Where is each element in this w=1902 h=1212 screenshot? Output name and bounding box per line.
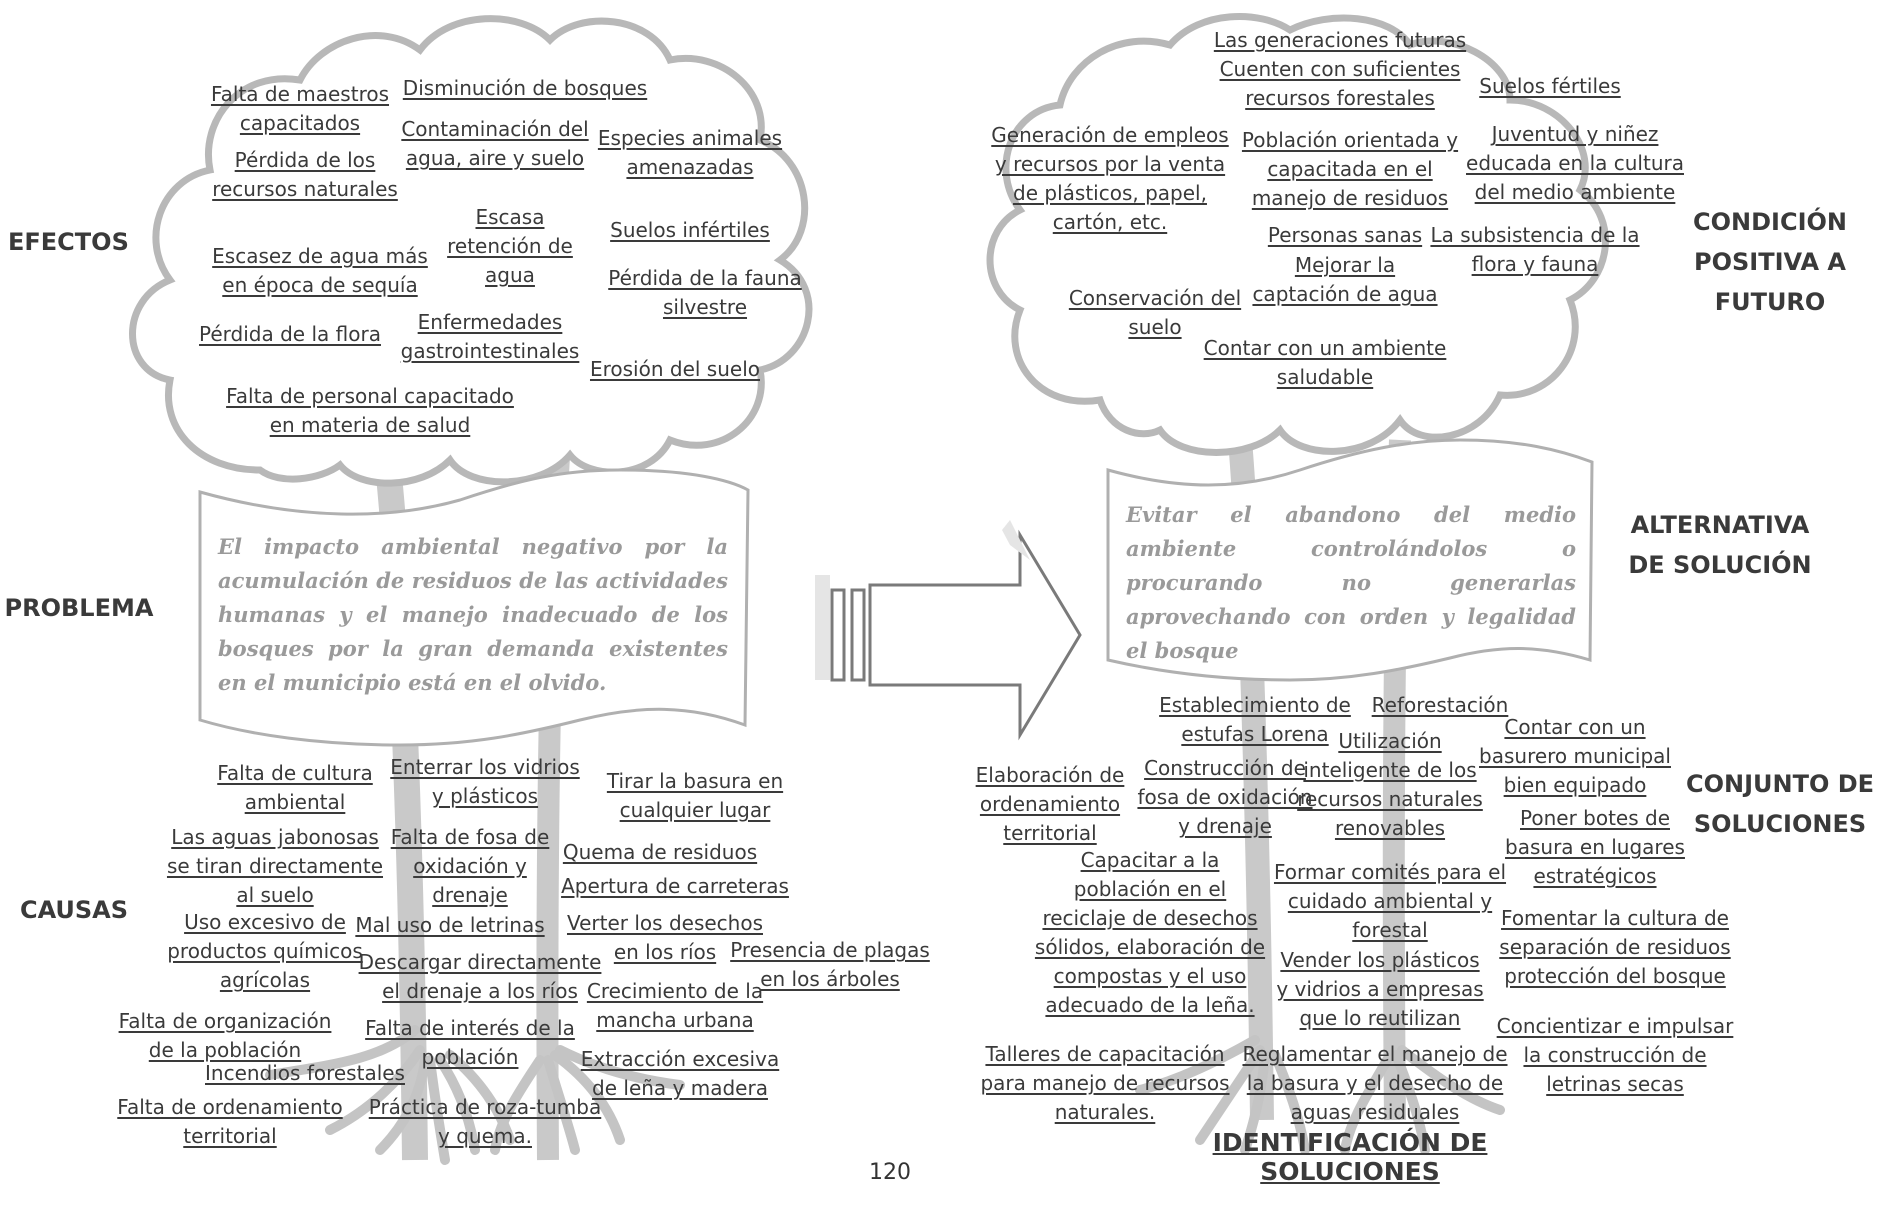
future-item: Contar con un ambiente saludable: [1203, 336, 1447, 389]
central-arrow: [830, 529, 1082, 741]
cause-item: Uso excesivo de productos químicos agríc…: [167, 910, 363, 992]
solution-item: Reglamentar el manejo de la basura y el …: [1242, 1042, 1508, 1124]
right-tree-crown: [986, 13, 1609, 456]
cause-item: Las aguas jabonosas se tiran directament…: [166, 825, 384, 907]
solution-item: Formar comités para el cuidado ambiental…: [1273, 860, 1507, 942]
cause-item: Presencia de plagas en los árboles: [730, 938, 930, 991]
page-number: 120: [869, 1160, 911, 1185]
cause-item: Falta de fosa de oxidación y drenaje: [390, 825, 550, 907]
effect-item: Falta de maestros capacitados: [210, 82, 390, 135]
cause-item: Mal uso de letrinas: [355, 913, 545, 937]
alternative-statement: Evitar el abandono del medio ambiente co…: [1126, 502, 1576, 663]
label-condicion: CONDICIÓN POSITIVA A FUTURO: [1693, 208, 1847, 316]
effect-item: Falta de personal capacitado en materia …: [226, 384, 514, 437]
cause-item: Falta de organización de la población: [118, 1009, 332, 1062]
cause-item: Verter los desechos en los ríos: [566, 911, 763, 964]
cause-item: Enterrar los vidrios y plásticos: [390, 755, 580, 808]
left-tree-crown: [129, 15, 813, 487]
arrow-shadow: [815, 520, 1030, 680]
problem-banner: [198, 468, 750, 747]
future-item: Suelos fértiles: [1479, 74, 1621, 98]
effect-item: Enfermedades gastrointestinales: [400, 310, 580, 363]
label-problema: PROBLEMA: [4, 594, 154, 622]
solution-item: Capacitar a la población en el reciclaje…: [1034, 848, 1266, 1017]
future-item: Generación de empleos y recursos por la …: [991, 123, 1229, 234]
effect-item: Erosión del suelo: [589, 357, 760, 381]
solution-item: Construcción de fosa de oxidación y dren…: [1137, 756, 1313, 838]
solution-item: Contar con un basurero municipal bien eq…: [1479, 715, 1671, 797]
cause-item: Práctica de roza-tumba y quema.: [368, 1095, 602, 1148]
cause-item: Descargar directamente el drenaje a los …: [358, 950, 602, 1003]
solution-item: Concientizar e impulsar la construcción …: [1496, 1014, 1734, 1096]
future-item: Conservación del suelo: [1068, 286, 1242, 339]
solution-item: Reforestación: [1371, 693, 1509, 717]
cause-item: Falta de cultura ambiental: [217, 761, 373, 814]
solution-item: Poner botes de basura en lugares estraté…: [1505, 806, 1685, 888]
solution-item: Establecimiento de estufas Lorena: [1159, 693, 1351, 746]
bottom-title: IDENTIFICACIÓN DE SOLUCIONES: [1212, 1128, 1488, 1186]
future-item: Mejorar la captación de agua: [1252, 253, 1438, 306]
solution-item: Vender los plásticos y vidrios a empresa…: [1276, 948, 1484, 1030]
effect-item: Pérdida de los recursos naturales: [212, 148, 398, 201]
label-efectos: EFECTOS: [8, 228, 129, 256]
effect-item: Contaminación del agua, aire y suelo: [401, 117, 589, 170]
alternative-banner: [1106, 438, 1594, 682]
cause-item: Tirar la basura en cualquier lugar: [606, 769, 784, 822]
future-item: Juventud y niñez educada en la cultura d…: [1466, 122, 1684, 204]
future-item: Personas sanas: [1267, 223, 1423, 247]
solution-item: Utilización inteligente de los recursos …: [1297, 729, 1483, 840]
label-conjunto: CONJUNTO DE SOLUCIONES: [1685, 770, 1875, 838]
cause-item: Falta de interés de la población: [365, 1016, 575, 1069]
solution-item: Elaboración de ordenamiento territorial: [975, 763, 1125, 845]
solution-item: Fomentar la cultura de separación de res…: [1499, 906, 1731, 988]
cause-item: Quema de residuos: [562, 840, 758, 864]
solution-item: Talleres de capacitación para manejo de …: [980, 1042, 1230, 1124]
effect-item: Pérdida de la flora: [199, 322, 381, 346]
cause-item: Apertura de carreteras: [561, 874, 789, 898]
effect-item: Escasa retención de agua: [447, 205, 573, 287]
cause-item: Crecimiento de la mancha urbana: [586, 979, 764, 1032]
effect-item: Disminución de bosques: [402, 76, 648, 100]
effect-item: Pérdida de la fauna silvestre: [608, 266, 802, 319]
cause-item: Extracción excesiva de leña y madera: [580, 1047, 780, 1100]
cause-item: Incendios forestales: [205, 1061, 405, 1085]
right-tree-roots: [1135, 1035, 1505, 1155]
label-alternativa: ALTERNATIVA DE SOLUCIÓN: [1628, 511, 1812, 579]
left-tree-roots: [265, 1025, 685, 1165]
future-item: Las generaciones futuras Cuenten con suf…: [1213, 28, 1467, 110]
label-causas: CAUSAS: [19, 896, 129, 924]
problem-statement: El impacto ambiental negativo por la acu…: [218, 534, 728, 695]
effect-item: Suelos infértiles: [610, 218, 770, 242]
effect-item: Escasez de agua más en época de sequía: [212, 244, 428, 297]
cause-item: Falta de ordenamiento territorial: [117, 1095, 343, 1148]
future-item: Población orientada y capacitada en el m…: [1241, 128, 1459, 210]
effect-item: Especies animales amenazadas: [597, 126, 783, 179]
future-item: La subsistencia de la flora y fauna: [1430, 223, 1640, 276]
